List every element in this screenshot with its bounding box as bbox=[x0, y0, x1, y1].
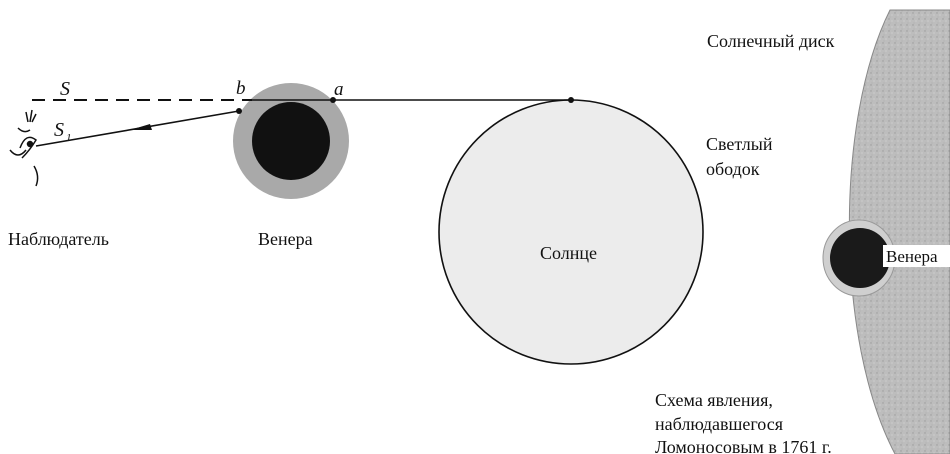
point-b-dot bbox=[236, 108, 242, 114]
venus-body bbox=[252, 102, 330, 180]
venus-disk-label: Венера bbox=[886, 247, 938, 266]
observer-label: Наблюдатель bbox=[8, 229, 109, 249]
caption-line3: Ломоносовым в 1761 г. bbox=[655, 437, 832, 454]
caption-line2: наблюдавшегося bbox=[655, 414, 783, 434]
ray-s1-subscript: 1 bbox=[66, 132, 72, 144]
venus-on-disk bbox=[830, 228, 890, 288]
bright-rim-label-line2: ободок bbox=[706, 159, 760, 179]
solar-disk-label: Солнечный диск bbox=[707, 31, 835, 51]
sun-label: Солнце bbox=[540, 243, 597, 263]
point-b-label: b bbox=[236, 78, 246, 99]
bright-rim-label-line1: Светлый bbox=[706, 134, 773, 154]
ray-s1-label: S bbox=[54, 119, 64, 141]
caption-line1: Схема явления, bbox=[655, 390, 773, 410]
point-a-label: a bbox=[334, 79, 344, 100]
ray-s-label: S bbox=[60, 78, 70, 100]
sun-tangent-dot bbox=[568, 97, 574, 103]
arrowhead-s1 bbox=[130, 124, 152, 130]
observer-eye-icon bbox=[10, 110, 38, 186]
venus-label: Венера bbox=[258, 229, 313, 249]
sun-circle bbox=[439, 100, 703, 364]
